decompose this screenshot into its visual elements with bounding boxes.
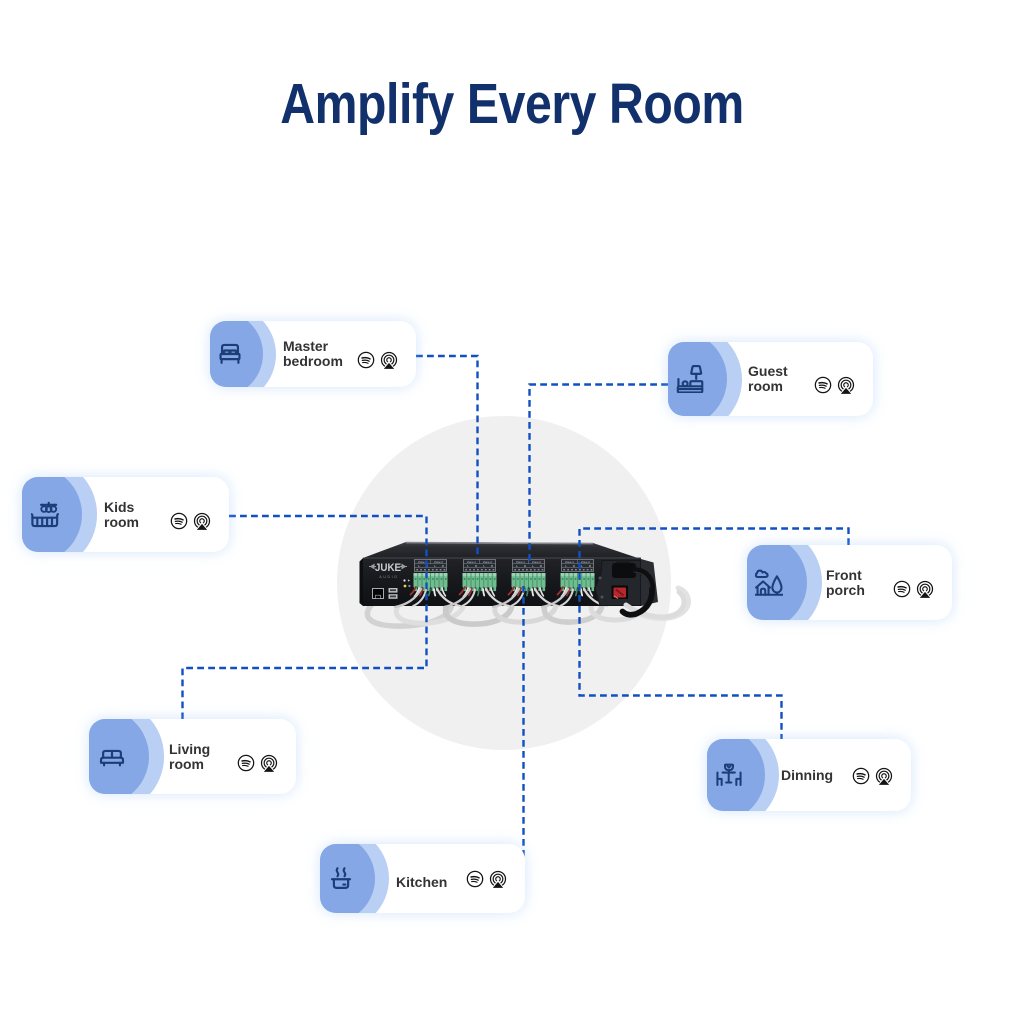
svg-text:R: R [442,564,445,568]
svg-text:JUKE: JUKE [375,563,401,574]
svg-text:L: L [434,564,436,568]
svg-text:L: L [418,564,420,568]
svg-text:Zone 2: Zone 2 [434,560,443,564]
svg-text:AUDIO: AUDIO [379,575,398,579]
svg-text:Zone 1: Zone 1 [418,560,427,564]
